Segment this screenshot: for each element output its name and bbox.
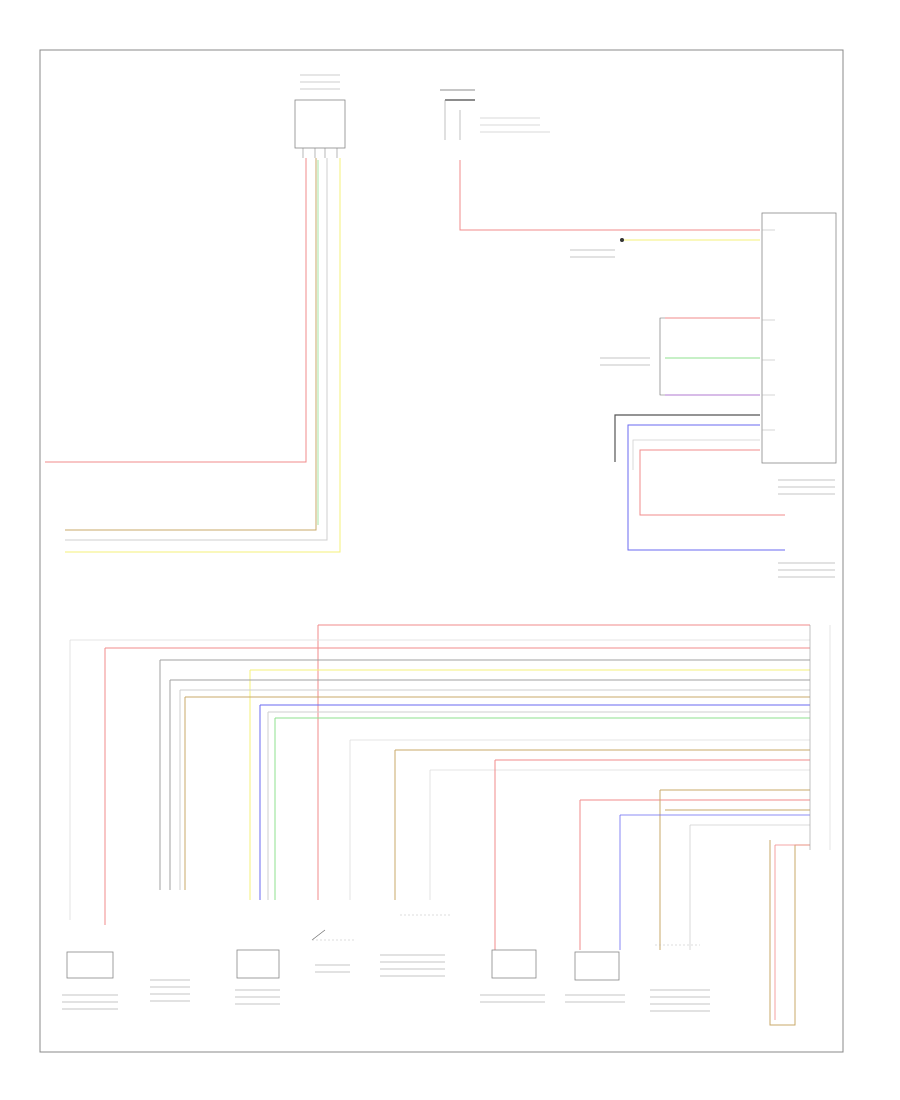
bottom-switch-1 bbox=[311, 929, 355, 941]
bus-connector-ticks bbox=[809, 625, 831, 850]
component-7 bbox=[574, 951, 620, 981]
wire-bracket bbox=[659, 317, 665, 396]
wire-red-loop bbox=[639, 449, 785, 516]
top-module-connector bbox=[294, 74, 346, 158]
component-6 bbox=[491, 949, 537, 979]
right-annotations bbox=[570, 249, 835, 578]
wire-blue-loop bbox=[627, 424, 785, 551]
wire-red-switch bbox=[459, 160, 760, 231]
wire-light-loop bbox=[632, 439, 760, 470]
component-3 bbox=[236, 949, 280, 979]
wire-green-top bbox=[65, 158, 317, 531]
component-1 bbox=[66, 951, 114, 979]
right-module bbox=[761, 212, 837, 464]
bus-wires-upper bbox=[69, 624, 810, 925]
wire-yellow-top bbox=[65, 158, 341, 553]
wire-gray-top bbox=[65, 158, 328, 541]
wire-red-top bbox=[45, 158, 307, 463]
bottom-labels bbox=[62, 954, 710, 1012]
top-switch bbox=[440, 89, 550, 140]
diagram-frame bbox=[39, 49, 844, 1053]
bus-wires-lower bbox=[349, 739, 810, 1026]
splice-dot bbox=[620, 238, 624, 242]
wire-dark-loop bbox=[614, 414, 760, 462]
